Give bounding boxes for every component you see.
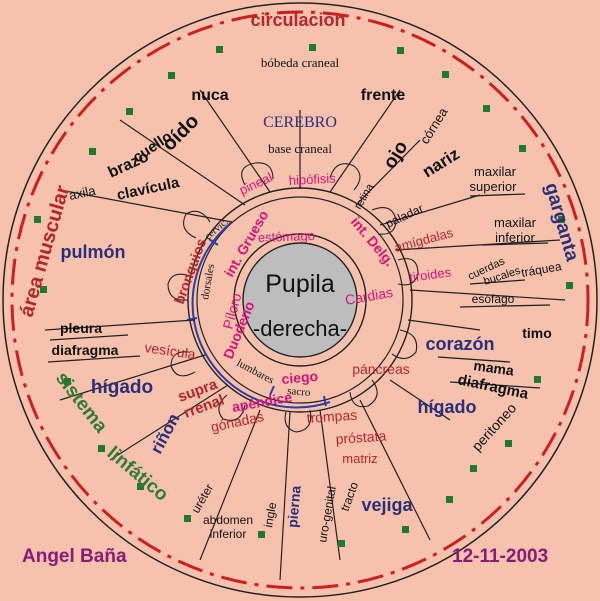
label-garganta: garganta xyxy=(540,181,582,264)
spine-tick-2 xyxy=(186,317,198,321)
label-maxilar-sup-2: superior xyxy=(470,179,518,194)
date-label: 12-11-2003 xyxy=(452,546,549,567)
label-timo: timo xyxy=(522,325,552,341)
label-pineal: pineal xyxy=(237,169,275,197)
label-pleura: pleura xyxy=(60,320,102,336)
label-base-craneal: base craneal xyxy=(268,141,332,156)
label-tracto: tracto xyxy=(338,480,362,513)
label-esofago: esófago xyxy=(472,292,515,306)
label-pancreas: páncreas xyxy=(352,361,410,377)
label-vesicula: vesícula xyxy=(144,339,197,362)
label-nariz: nariz xyxy=(419,144,463,181)
label-higado-r: hígado xyxy=(418,397,477,417)
label-lumbares: lumbares xyxy=(235,357,276,387)
green-markers xyxy=(34,44,573,547)
label-ojo: ojo xyxy=(379,137,412,172)
inner-ring-inner xyxy=(196,196,404,404)
spine-tick-1 xyxy=(208,238,219,246)
spine-tick-3 xyxy=(269,385,275,396)
label-higado-l: hígado xyxy=(91,377,153,398)
label-hipofisis: hipófisis xyxy=(288,171,336,188)
label-ciego: ciego xyxy=(281,368,319,387)
radial-lines xyxy=(44,89,566,581)
label-prostata: próstata xyxy=(335,427,387,447)
label-matriz: matriz xyxy=(342,451,377,466)
spine-arc xyxy=(191,221,331,409)
label-retina: retina xyxy=(352,181,377,212)
label-amigdalas: amígdalas xyxy=(393,225,455,255)
label-estomago: estómago xyxy=(258,228,316,245)
label-ingle: ingle xyxy=(261,501,279,529)
label-diafragma-l: diafragma xyxy=(52,342,119,358)
label-abdomen-1: abdomen xyxy=(203,513,253,527)
label-clavicula: clavícula xyxy=(115,174,181,204)
label-traquea: tráquea xyxy=(520,259,563,280)
pupil-outline xyxy=(233,233,367,367)
label-maxilar-inf-2: inferior xyxy=(495,230,535,245)
label-mama: mama xyxy=(473,357,516,379)
label-tiroides: tiroides xyxy=(408,264,452,285)
label-trompas: trompas xyxy=(306,407,358,426)
pupil-label-top: Pupila xyxy=(265,270,335,298)
label-brazo: brazo xyxy=(106,148,152,182)
label-bobeda: bóbeda craneal xyxy=(261,55,340,70)
label-abdomen-2: inferior xyxy=(210,527,247,541)
author-name: Angel Baña xyxy=(22,546,127,567)
label-pulmon: pulmón xyxy=(61,242,126,262)
label-corazon: corazón xyxy=(425,334,494,354)
label-circulacion: circulación xyxy=(250,10,345,30)
label-sacro: sacro xyxy=(287,385,312,399)
label-ureter: uréter xyxy=(188,481,216,515)
label-maxilar-inf-1: maxilar xyxy=(494,215,537,230)
pupil xyxy=(242,242,358,358)
label-cerebro: CEREBRO xyxy=(263,114,337,131)
label-axila: axila xyxy=(68,183,98,203)
label-urogenital: uro-genital xyxy=(315,485,339,543)
label-frente: frente xyxy=(361,87,406,104)
label-vejiga: vejiga xyxy=(361,495,413,515)
dashdot-ring xyxy=(10,10,590,590)
underlines xyxy=(47,193,551,389)
label-cornea: córnea xyxy=(417,104,451,146)
label-paladar: paladar xyxy=(383,201,425,231)
pupil-label-bottom: -derecha- xyxy=(253,316,347,341)
label-pierna: pierna xyxy=(284,485,304,528)
label-nuca: nuca xyxy=(191,87,228,104)
label-maxilar-sup-1: maxilar xyxy=(474,164,517,179)
spine-tick-4 xyxy=(323,395,327,407)
